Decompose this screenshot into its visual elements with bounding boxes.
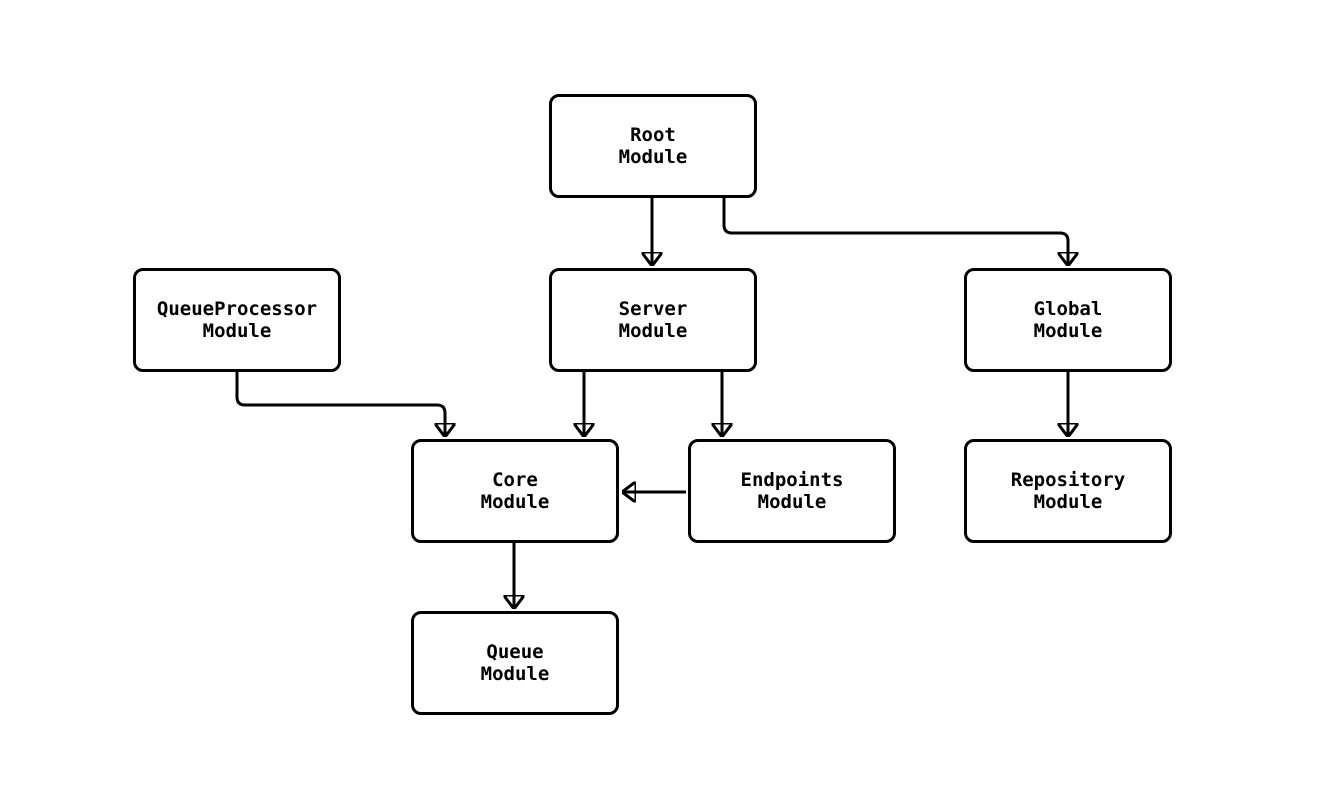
node-root-module-label: Root Module [618,124,688,168]
node-server-module: Server Module [549,268,757,372]
node-root-module: Root Module [549,94,757,198]
node-core-module-label: Core Module [480,469,550,513]
node-endpoints-module-label: Endpoints Module [740,469,844,513]
edge-queueprocessor-to-core [235,372,445,436]
node-queueprocessor-module-label: QueueProcessor Module [156,298,318,342]
node-repository-module: Repository Module [964,439,1172,543]
node-global-module: Global Module [964,268,1172,372]
node-core-module: Core Module [411,439,619,543]
node-global-module-label: Global Module [1033,298,1103,342]
edge-root-to-global [722,197,1068,265]
node-queue-module-label: Queue Module [480,641,550,685]
node-server-module-label: Server Module [618,298,688,342]
node-queue-module: Queue Module [411,611,619,715]
node-repository-module-label: Repository Module [1010,469,1126,513]
node-endpoints-module: Endpoints Module [688,439,896,543]
node-queueprocessor-module: QueueProcessor Module [133,268,341,372]
